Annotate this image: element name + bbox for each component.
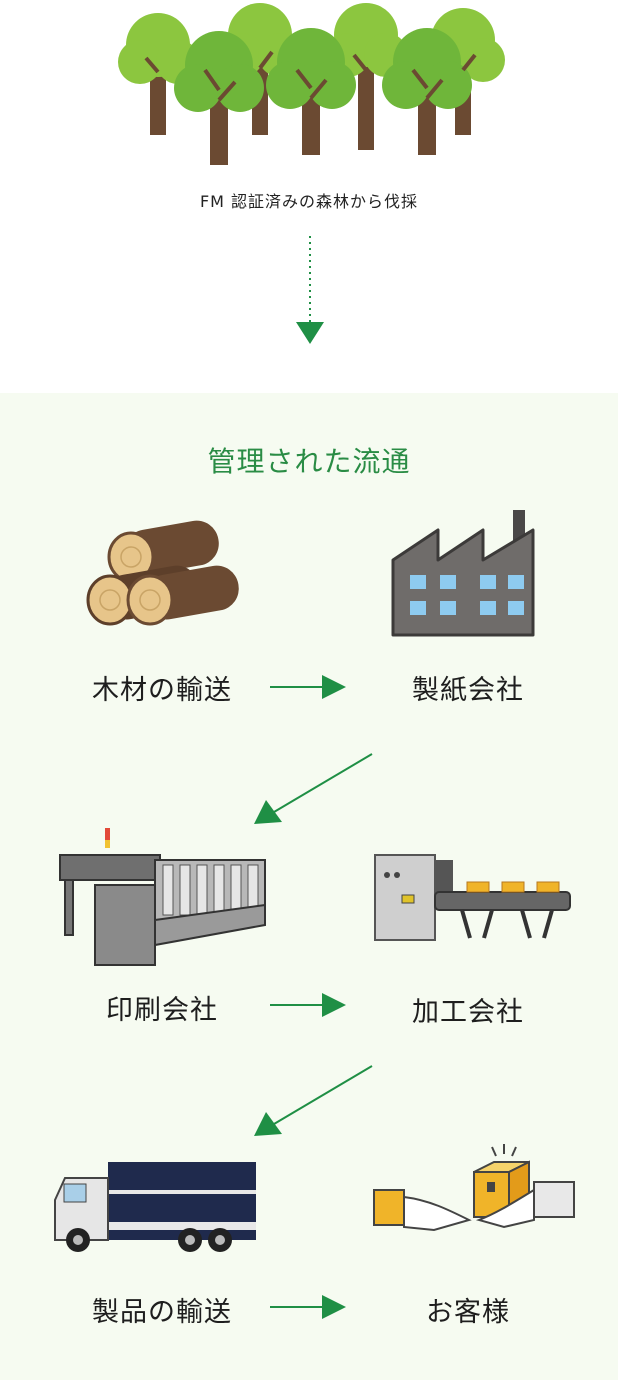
step-label-customer: お客様 <box>426 1297 510 1328</box>
flow-title: 管理された流通 <box>207 445 411 478</box>
conveyor-icon <box>374 854 571 941</box>
step-label-wood-transport: 木材の輸送 <box>92 675 232 706</box>
right-arrow-icon <box>270 675 346 699</box>
printing-press-icon <box>59 828 266 966</box>
forest-illustration <box>118 3 505 165</box>
right-arrow-icon <box>270 1295 346 1319</box>
factory-icon <box>391 510 535 637</box>
logs-icon <box>86 520 239 626</box>
right-arrow-icon <box>270 993 346 1017</box>
handover-box-icon <box>373 1144 575 1232</box>
forest-caption: FM 認証済みの森林から伐採 <box>199 192 419 211</box>
step-label-paper-company: 製紙会社 <box>412 675 524 706</box>
step-label-product-transport: 製品の輸送 <box>92 1297 232 1328</box>
step-label-printing-company: 印刷会社 <box>106 995 218 1026</box>
diagonal-arrow-icon <box>254 1065 373 1136</box>
down-arrow-icon <box>296 236 324 344</box>
step-label-processing-company: 加工会社 <box>412 997 524 1028</box>
diagonal-arrow-icon <box>254 753 373 824</box>
truck-icon <box>54 1162 256 1252</box>
